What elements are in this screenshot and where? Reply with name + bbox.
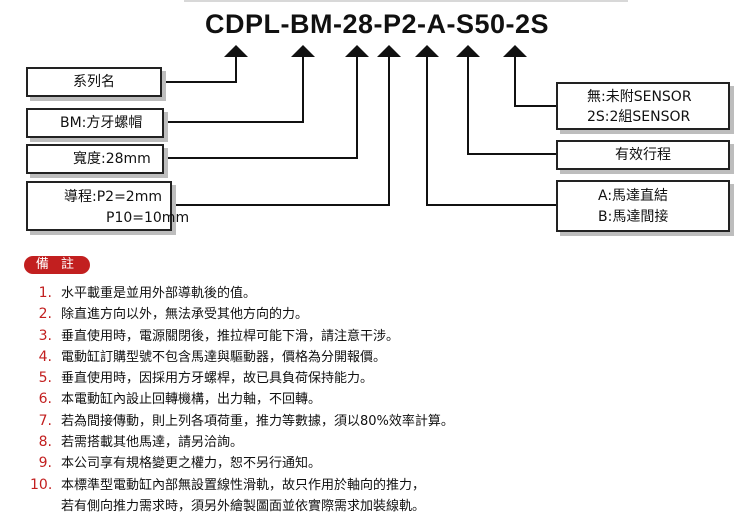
note-item: 3. 垂直使用時，電源關閉後，推拉桿可能下滑，請注意干涉。 <box>30 326 750 347</box>
lead-label-p10: P10=10mm <box>106 210 190 226</box>
width-box: 寬度:28mm <box>26 144 164 174</box>
note-text: 電動缸訂購型號不包含馬達與驅動器，價格為分開報價。 <box>61 349 387 365</box>
note-number: 9. <box>38 455 52 472</box>
note-item: 1. 水平載重是並用外部導軌後的值。 <box>30 283 750 304</box>
arrow-bm <box>291 45 315 57</box>
note-text: 本標準型電動缸內部無設置線性滑軌，故只作用於軸向的推力， <box>61 477 426 493</box>
note-number: 10. <box>30 476 53 493</box>
line-bm <box>164 57 304 123</box>
line-sensor <box>514 57 556 107</box>
sensor-2s-label: 2S:2組SENSOR <box>587 109 691 125</box>
lead-box: 導程:P2=2mm P10=10mm <box>26 181 190 231</box>
arrow-stroke <box>456 45 480 57</box>
note-item: 8. 若需搭載其他馬達，請另洽詢。 <box>30 432 750 453</box>
note-item: 9. 本公司享有規格變更之權力，恕不另行通知。 <box>30 453 750 474</box>
arrow-sensor <box>503 45 527 57</box>
arrow-series <box>224 45 248 57</box>
arrow-drive <box>415 45 439 57</box>
note-item: 7. 若為間接傳動，則上列各項荷重，推力等數據，須以80%效率計算。 <box>30 411 750 432</box>
note-text: 水平載重是並用外部導軌後的值。 <box>61 286 257 301</box>
stroke-box: 有效行程 <box>556 140 730 170</box>
note-number: 1. <box>38 285 52 301</box>
notes-list: 1. 水平載重是並用外部導軌後的值。 2. 除直進方向以外，無法承受其他方向的力… <box>30 283 750 517</box>
note-number: 6. <box>38 391 52 408</box>
note-item: 6. 本電動缸內設止回轉機構，出力軸，不回轉。 <box>30 389 750 410</box>
note-text: 垂直使用時，因採用方牙螺桿，故已具負荷保持能力。 <box>61 371 374 387</box>
arrow-lead <box>377 45 401 57</box>
note-item: 5. 垂直使用時，因採用方牙螺桿，故已具負荷保持能力。 <box>30 368 750 389</box>
note-number: 2. <box>38 306 52 323</box>
sensor-none-label: 無:未附SENSOR <box>587 89 692 105</box>
note-item: 4. 電動缸訂購型號不包含馬達與驅動器，價格為分開報價。 <box>30 347 750 368</box>
notes-badge: 備 註 <box>24 256 90 274</box>
note-text: 除直進方向以外，無法承受其他方向的力。 <box>61 307 309 323</box>
note-item: 2. 除直進方向以外，無法承受其他方向的力。 <box>30 304 750 325</box>
note-number: 5. <box>38 370 52 387</box>
note-text: 若有側向推力需求時，須另外繪製圖面並依實際需求加裝線軌。 <box>61 498 426 514</box>
series-name-box: 系列名 <box>26 67 162 97</box>
note-text: 若為間接傳動，則上列各項荷重，推力等數據，須以80%效率計算。 <box>61 413 454 429</box>
sensor-box: 無:未附SENSOR 2S:2組SENSOR <box>556 82 730 130</box>
note-number: 3. <box>38 327 52 344</box>
drive-box: A:馬達直結 B:馬達間接 <box>556 180 730 232</box>
note-text: 若需搭載其他馬達，請另洽詢。 <box>61 435 244 451</box>
bm-box: BM:方牙螺帽 <box>26 108 164 138</box>
note-item: 10. 本標準型電動缸內部無設置線性滑軌，故只作用於軸向的推力， <box>30 475 750 496</box>
note-number: 7. <box>38 412 52 429</box>
model-code-title: CDPL-BM-28-P2-A-S50-2S <box>204 9 550 39</box>
lead-label-p2: 導程:P2=2mm <box>64 189 162 205</box>
note-text: 本公司享有規格變更之權力，恕不另行通知。 <box>61 456 322 472</box>
drive-indirect-label: B:馬達間接 <box>598 209 669 225</box>
note-text: 垂直使用時，電源關閉後，推拉桿可能下滑，請注意干涉。 <box>61 328 400 344</box>
note-item-continued: 若有側向推力需求時，須另外繪製圖面並依實際需求加裝線軌。 <box>30 496 750 517</box>
top-divider <box>184 0 628 2</box>
note-text: 本電動缸內設止回轉機構，出力軸，不回轉。 <box>61 392 322 408</box>
line-lead <box>172 57 390 206</box>
line-stroke <box>467 57 556 155</box>
bm-label: BM:方牙螺帽 <box>60 115 143 131</box>
line-series <box>162 57 237 83</box>
drive-direct-label: A:馬達直結 <box>598 188 669 204</box>
width-label: 寬度:28mm <box>73 151 151 167</box>
line-width <box>164 57 358 159</box>
stroke-label: 有效行程 <box>615 147 671 163</box>
line-drive <box>426 57 556 206</box>
callout-lines <box>162 45 556 206</box>
note-number: 8. <box>38 434 52 451</box>
note-number: 4. <box>38 348 52 365</box>
series-name-label: 系列名 <box>73 74 115 90</box>
arrow-width <box>345 45 369 57</box>
